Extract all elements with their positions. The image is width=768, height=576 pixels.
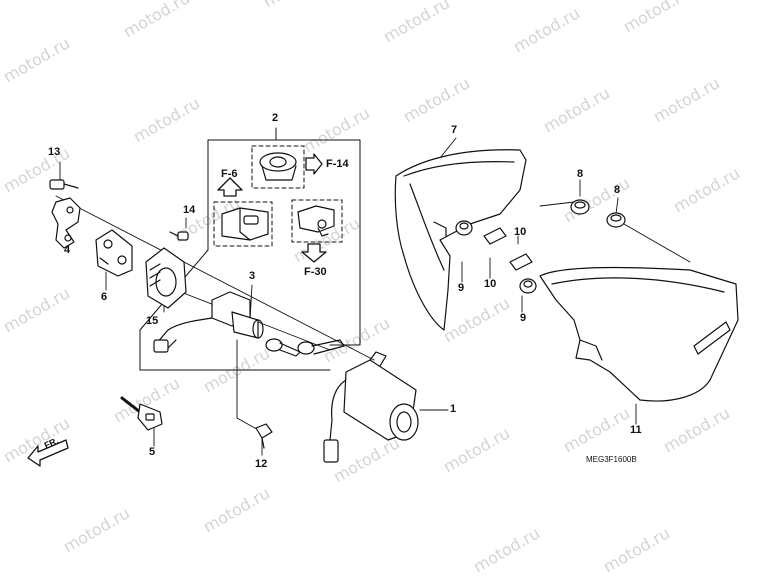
grommets — [455, 199, 626, 294]
bracket-4 — [51, 197, 81, 249]
callout-8-b: 8 — [614, 184, 621, 196]
cover-leaders — [539, 201, 691, 263]
ref-f14: F-14 — [326, 158, 349, 170]
callout-10-a: 10 — [514, 226, 527, 238]
side-cover-11 — [539, 266, 739, 402]
direction-arrow — [27, 439, 69, 467]
diagram-code: MEG3F1600B — [586, 455, 637, 464]
callout-12: 12 — [255, 458, 268, 470]
callout-11: 11 — [630, 424, 642, 436]
lock-cylinder-1 — [323, 351, 419, 463]
ref-f30: F-30 — [304, 266, 327, 278]
callout-1: 1 — [450, 403, 457, 415]
plate-6 — [95, 229, 133, 277]
callout-13: 13 — [48, 146, 61, 158]
ref-f6: F-6 — [221, 168, 238, 180]
callout-2: 2 — [272, 112, 279, 124]
switch-15 — [145, 247, 187, 309]
key-5 — [120, 396, 163, 431]
screw-14 — [169, 231, 189, 241]
reference-arrows — [217, 153, 327, 263]
callout-3: 3 — [249, 270, 256, 282]
callout-15: 15 — [146, 315, 159, 327]
lock-body-component — [221, 207, 269, 241]
callout-7: 7 — [451, 124, 458, 136]
cap-component — [259, 152, 297, 181]
latch-component — [297, 205, 335, 237]
callout-4: 4 — [64, 244, 71, 256]
callout-9-a: 9 — [458, 282, 465, 294]
bolt-12 — [255, 423, 273, 449]
ignition-switch-3 — [153, 291, 345, 357]
callout-14: 14 — [183, 204, 196, 216]
bolt-13 — [49, 179, 79, 190]
sub-assembly-boxes — [213, 145, 343, 247]
callout-5: 5 — [149, 446, 156, 458]
callout-9-b: 9 — [520, 312, 527, 324]
side-cover-7 — [394, 149, 527, 331]
callout-10-b: 10 — [484, 278, 497, 290]
callout-8-a: 8 — [577, 168, 584, 180]
callout-6: 6 — [101, 291, 108, 303]
